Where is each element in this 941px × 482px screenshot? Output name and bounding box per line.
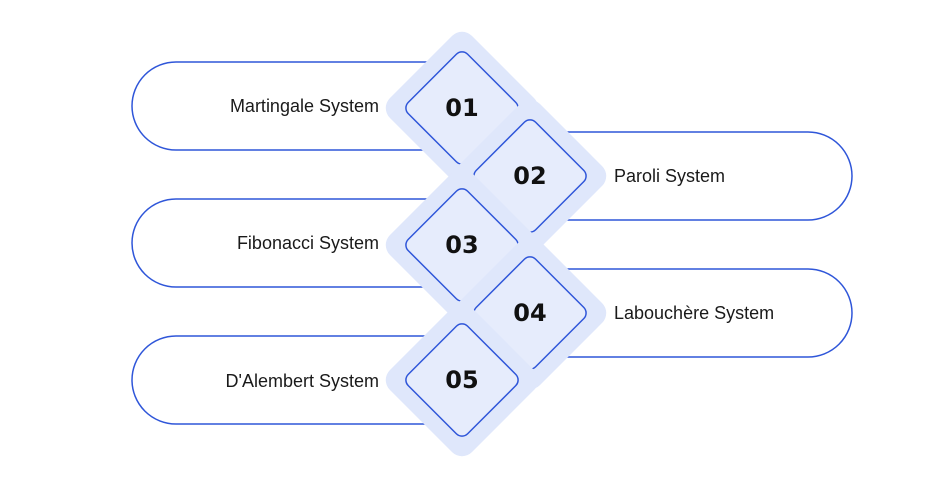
item-03-pill bbox=[131, 198, 445, 288]
item-05-number: 05 bbox=[445, 366, 478, 394]
item-05: D'Alembert System 05 bbox=[131, 303, 539, 457]
item-02-label: Paroli System bbox=[614, 166, 725, 186]
item-01-number: 01 bbox=[445, 94, 478, 122]
item-05-badge: 05 bbox=[385, 303, 539, 457]
item-05-pill bbox=[131, 335, 445, 425]
item-01-pill bbox=[131, 61, 445, 151]
item-01-label: Martingale System bbox=[230, 96, 379, 116]
item-02-number: 02 bbox=[513, 162, 546, 190]
item-03-number: 03 bbox=[445, 231, 478, 259]
item-04-number: 04 bbox=[513, 299, 546, 327]
item-02: Paroli System 02 bbox=[453, 99, 853, 253]
item-03-label: Fibonacci System bbox=[237, 233, 379, 253]
item-04-label: Labouchère System bbox=[614, 303, 774, 323]
item-05-label: D'Alembert System bbox=[226, 371, 379, 391]
item-02-pill bbox=[545, 131, 853, 221]
item-04-pill bbox=[545, 268, 853, 358]
